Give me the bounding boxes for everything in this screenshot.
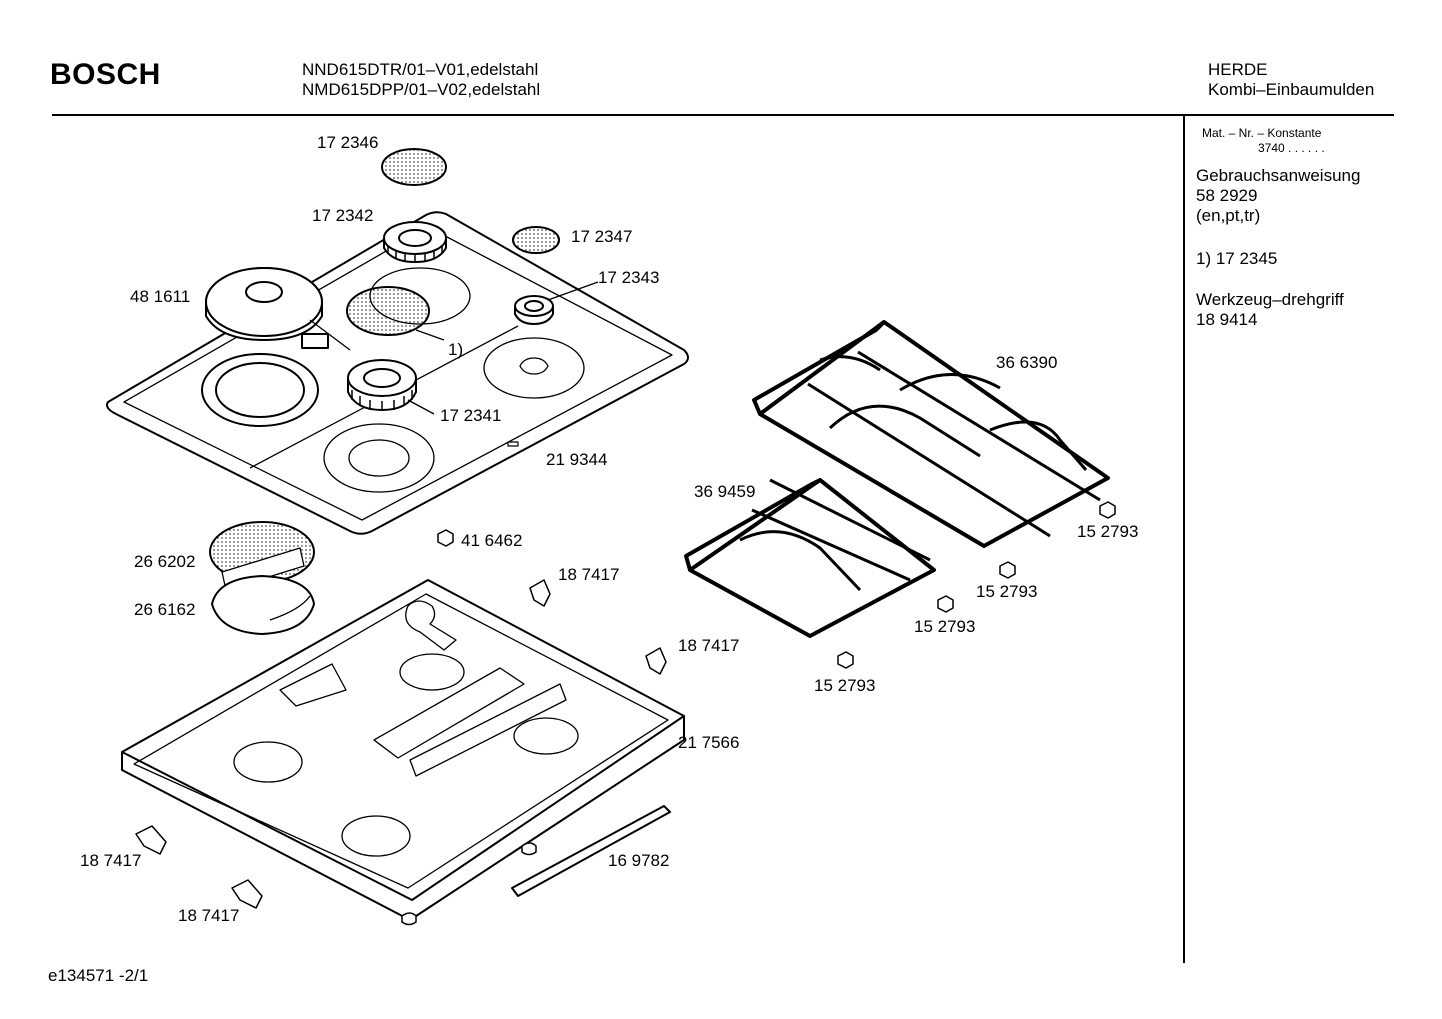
category-subtitle: Kombi–Einbaumulden (1208, 80, 1375, 99)
part-label: 18 7417 (80, 851, 141, 870)
pan-support-small (684, 478, 936, 638)
part-label: 48 1611 (130, 287, 190, 306)
doc-id: e134571 -2/1 (48, 966, 149, 985)
category-title: HERDE (1208, 60, 1268, 79)
part-label: 18 7417 (678, 636, 739, 655)
tool-label: Werkzeug–drehgriff (1196, 290, 1344, 309)
part-label: 36 6390 (996, 353, 1057, 372)
part-label: 15 2793 (914, 617, 975, 636)
part-labels: 17 2346 17 2342 17 2347 48 1611 17 2343 … (80, 133, 1138, 925)
part-label: 26 6202 (134, 552, 195, 571)
part-label: 17 2342 (312, 206, 373, 225)
burner-head-small (514, 295, 554, 325)
model-line-2: NMD615DPP/01–V02,edelstahl (302, 80, 541, 99)
tray-feet (401, 842, 537, 926)
burner-cap-1 (346, 286, 430, 336)
heat-shield-lower (211, 575, 315, 635)
burner-cap-small (512, 226, 560, 254)
part-label: 18 7417 (558, 565, 619, 584)
part-label: 17 2343 (598, 268, 659, 287)
part-label: 36 9459 (694, 482, 755, 501)
seal-strip (511, 805, 671, 897)
part-label: 17 2347 (571, 227, 632, 246)
manual-label: Gebrauchsanweisung (1196, 166, 1361, 185)
sidebar-divider (1183, 115, 1185, 963)
category-block: HERDE Kombi–Einbaumulden (1208, 60, 1374, 100)
part-label: 15 2793 (976, 582, 1037, 601)
tool-number: 18 9414 (1196, 310, 1258, 329)
manual-block: Gebrauchsanweisung 58 2929 (en,pt,tr) (1196, 166, 1360, 226)
burner-head-large (383, 221, 447, 263)
part-label: 15 2793 (814, 676, 875, 695)
part-label: 17 2346 (317, 133, 378, 152)
grid-feet (437, 501, 1116, 669)
footnote: 1) 17 2345 (1196, 249, 1278, 268)
part-label: 21 7566 (678, 733, 739, 752)
manual-number: 58 2929 (1196, 186, 1258, 205)
leader-lines (309, 281, 599, 415)
mounting-brackets (135, 579, 667, 909)
mat-nr-value: 3740 . . . . . . (1258, 141, 1325, 155)
header-divider (52, 114, 1394, 116)
bottom-tray (121, 579, 685, 921)
burner-cap-large (381, 148, 447, 186)
model-line-1: NND615DTR/01–V01,edelstahl (302, 60, 539, 79)
part-label: 1) (448, 340, 463, 359)
pan-support-large (752, 320, 1110, 548)
part-label: 21 9344 (546, 450, 607, 469)
burner-head-medium (347, 359, 417, 411)
part-label: 17 2341 (440, 406, 501, 425)
mat-nr-block: Mat. – Nr. – Konstante 3740 . . . . . . (1202, 126, 1325, 156)
part-label: 26 6162 (134, 600, 195, 619)
tool-block: Werkzeug–drehgriff 18 9414 (1196, 290, 1344, 330)
part-label: 16 9782 (608, 851, 669, 870)
part-label: 18 7417 (178, 906, 239, 925)
part-label: 41 6462 (461, 531, 522, 550)
part-label: 15 2793 (1077, 522, 1138, 541)
brand-logo: BOSCH (50, 58, 161, 91)
electric-hotplate (205, 267, 329, 349)
mat-nr-label: Mat. – Nr. – Konstante (1202, 126, 1322, 140)
hob-top-frame (106, 211, 689, 535)
model-list: NND615DTR/01–V01,edelstahl NMD615DPP/01–… (302, 60, 540, 100)
manual-languages: (en,pt,tr) (1196, 206, 1261, 225)
